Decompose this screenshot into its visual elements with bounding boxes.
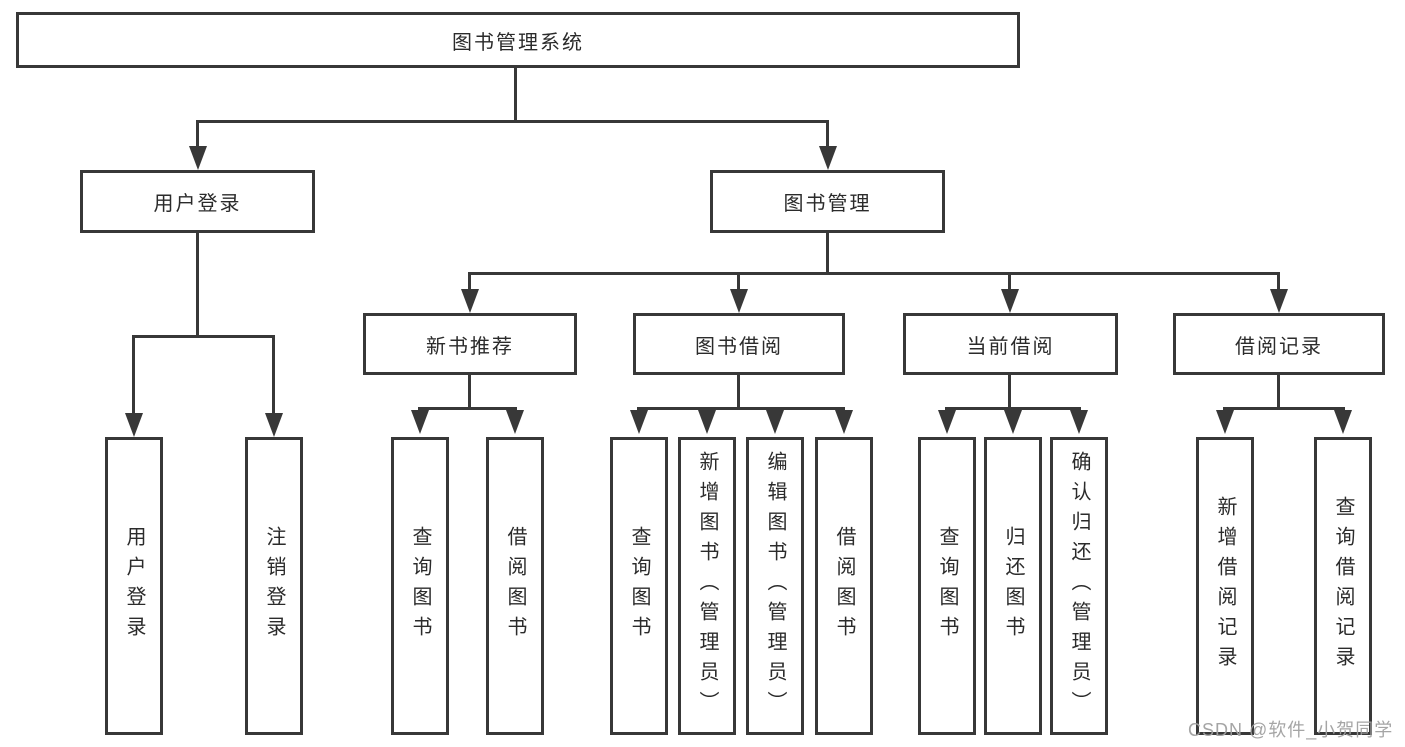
edge-book-mgmt-drop-4: [1277, 272, 1280, 292]
node-label: 用户登录: [153, 193, 242, 215]
node-label: 查询图书: [628, 526, 650, 646]
arrow-to-nb-borrow-books: [506, 410, 524, 434]
arrow-to-user-login: [189, 146, 207, 170]
leaf-borrowing-borrow-books: 借阅图书: [815, 437, 873, 735]
edge-user-login-bar: [132, 335, 275, 338]
node-current-borrowing: 当前借阅: [903, 313, 1118, 375]
edge-borrowing-bar: [637, 407, 845, 410]
edge-user-login-drop-2: [272, 335, 275, 417]
node-book-borrowing: 图书借阅: [633, 313, 845, 375]
node-book-management: 图书管理: [710, 170, 945, 233]
arrow-to-new-book-recommend: [461, 289, 479, 313]
leaf-current-return-books: 归还图书: [984, 437, 1042, 735]
arrow-to-cb-query-books: [938, 410, 956, 434]
edge-current-bar: [945, 407, 1081, 410]
edge-new-book-bar: [418, 407, 517, 410]
arrow-to-br-query-record: [1334, 410, 1352, 434]
node-root: 图书管理系统: [16, 12, 1020, 68]
node-label: 新增图书（管理员）: [696, 451, 718, 721]
arrow-to-br-add-record: [1216, 410, 1234, 434]
arrow-to-leaf-logout: [265, 413, 283, 437]
arrow-to-bb-add-books: [698, 410, 716, 434]
edge-current-stem: [1008, 375, 1011, 409]
node-label: 归还图书: [1002, 526, 1024, 646]
edge-root-drop-right: [826, 120, 829, 150]
leaf-borrowing-query-books: 查询图书: [610, 437, 668, 735]
node-label: 借阅图书: [504, 526, 526, 646]
leaf-borrowing-edit-books-admin: 编辑图书（管理员）: [746, 437, 804, 735]
edge-root-stem: [514, 68, 517, 122]
edge-new-book-stem: [468, 375, 471, 409]
arrow-to-current-borrowing: [1001, 289, 1019, 313]
node-label: 图书管理: [783, 193, 872, 215]
edge-book-mgmt-bar: [468, 272, 1280, 275]
arrow-to-bb-edit-books: [766, 410, 784, 434]
leaf-borrowing-add-books-admin: 新增图书（管理员）: [678, 437, 736, 735]
leaf-newbook-query-books: 查询图书: [391, 437, 449, 735]
node-borrowing-records: 借阅记录: [1173, 313, 1385, 375]
edge-user-login-stem: [196, 233, 199, 337]
edge-root-bar: [196, 120, 829, 123]
arrow-to-bb-query-books: [630, 410, 648, 434]
node-label: 查询图书: [936, 526, 958, 646]
arrow-to-borrowing-records: [1270, 289, 1288, 313]
leaf-logout: 注销登录: [245, 437, 303, 735]
node-label: 注销登录: [263, 526, 285, 646]
arrow-to-cb-confirm-return: [1070, 410, 1088, 434]
arrow-to-leaf-user-login: [125, 413, 143, 437]
node-label: 新书推荐: [426, 335, 514, 358]
edge-records-bar: [1223, 407, 1345, 410]
leaf-newbook-borrow-books: 借阅图书: [486, 437, 544, 735]
edge-user-login-drop-1: [132, 335, 135, 417]
edge-book-mgmt-drop-3: [1008, 272, 1011, 292]
node-user-login: 用户登录: [80, 170, 315, 233]
leaf-current-confirm-return-admin: 确认归还（管理员）: [1050, 437, 1108, 735]
node-label: 查询图书: [409, 526, 431, 646]
node-label: 确认归还（管理员）: [1068, 451, 1090, 721]
csdn-watermark: CSDN @软件_小贺同学: [1188, 720, 1394, 740]
node-new-book-recommend: 新书推荐: [363, 313, 577, 375]
node-label: 借阅记录: [1235, 335, 1323, 358]
leaf-current-query-books: 查询图书: [918, 437, 976, 735]
node-label: 用户登录: [123, 526, 145, 646]
node-label: 查询借阅记录: [1332, 496, 1354, 676]
edge-records-stem: [1277, 375, 1280, 409]
edge-book-mgmt-drop-1: [468, 272, 471, 292]
node-label: 借阅图书: [833, 526, 855, 646]
node-label: 当前借阅: [966, 335, 1055, 358]
node-label: 编辑图书（管理员）: [764, 451, 786, 721]
leaf-records-add-record: 新增借阅记录: [1196, 437, 1254, 735]
edge-book-mgmt-drop-2: [737, 272, 740, 292]
arrow-to-nb-query-books: [411, 410, 429, 434]
arrow-to-book-borrowing: [730, 289, 748, 313]
arrow-to-bb-borrow-books: [835, 410, 853, 434]
node-label: 图书借阅: [695, 335, 783, 358]
arrow-to-cb-return-books: [1004, 410, 1022, 434]
leaf-user-login: 用户登录: [105, 437, 163, 735]
edge-book-mgmt-stem: [826, 233, 829, 274]
edge-borrowing-stem: [737, 375, 740, 409]
leaf-records-query-record: 查询借阅记录: [1314, 437, 1372, 735]
node-label: 图书管理系统: [452, 31, 584, 54]
node-label: 新增借阅记录: [1214, 496, 1236, 676]
arrow-to-book-management: [819, 146, 837, 170]
edge-root-drop-left: [196, 120, 199, 150]
